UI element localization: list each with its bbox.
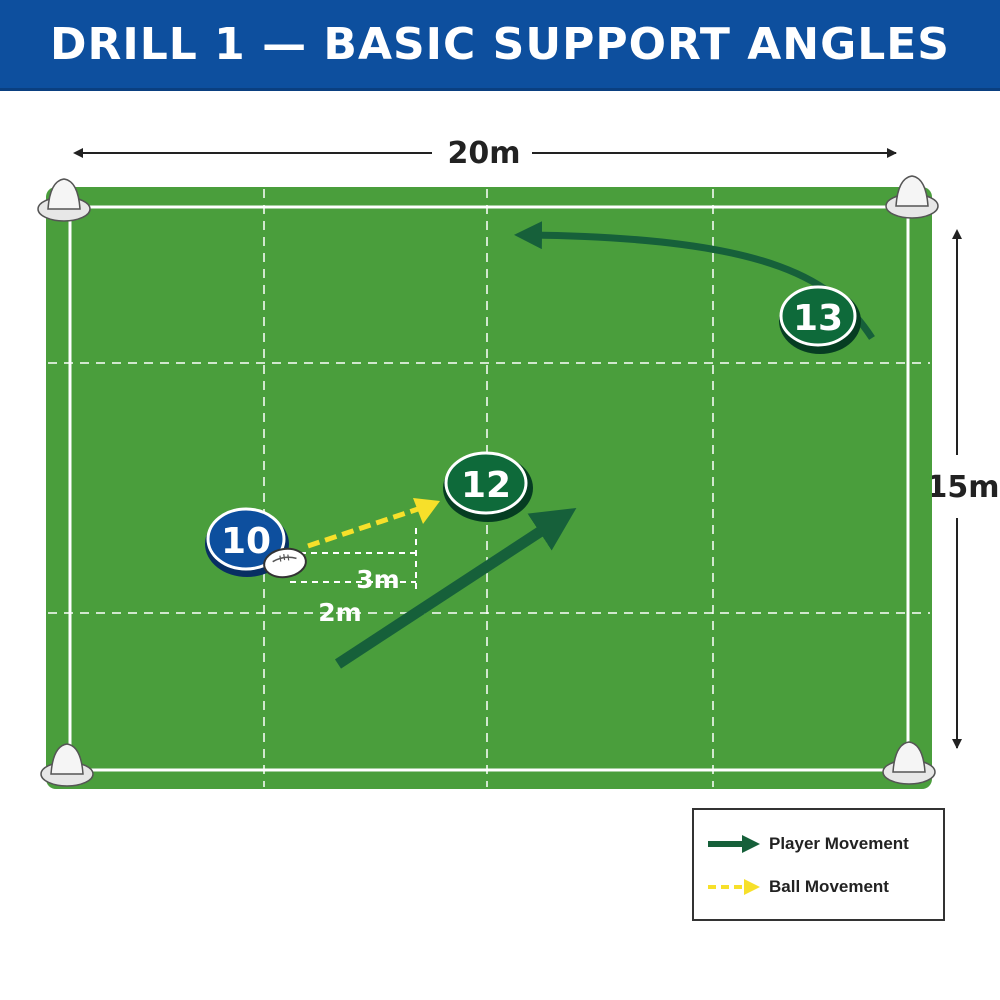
drill-title: DRILL 1 — BASIC SUPPORT ANGLES (49, 18, 950, 70)
width-dimension: 20m (73, 136, 897, 171)
cone-icon (37, 178, 91, 222)
cone-icon (40, 743, 94, 787)
cone-icon (885, 175, 939, 219)
player-12-number: 12 (461, 465, 511, 506)
pass-arrow (307, 506, 419, 549)
player-13-marker: 13 (779, 285, 861, 354)
cone-icon (882, 741, 936, 785)
player-12-marker: 12 (443, 451, 533, 522)
distance-label-3m: 3m (356, 565, 399, 594)
legend-player-movement-label: Player Movement (769, 834, 909, 853)
distance-guides (290, 528, 417, 590)
legend-ball-movement-label: Ball Movement (769, 877, 889, 896)
grid-lines (48, 189, 930, 787)
distance-label-2m: 2m (318, 598, 361, 627)
pass-arrowhead (413, 498, 440, 524)
header-banner: DRILL 1 — BASIC SUPPORT ANGLES (0, 0, 1000, 91)
rugby-ball-icon (263, 547, 307, 579)
support-run-arrow (334, 507, 577, 669)
legend-ball-movement: Ball Movement (706, 877, 889, 897)
height-dimension: 15m (926, 229, 1000, 749)
legend-player-movement: Player Movement (706, 834, 909, 854)
player-10-number: 10 (221, 521, 271, 562)
player-movement-arrow-icon (708, 835, 760, 853)
legend: Player Movement Ball Movement (692, 808, 945, 921)
ball-movement-arrow-icon (708, 879, 760, 895)
player-13-number: 13 (793, 298, 843, 339)
height-label: 15m (926, 470, 999, 505)
width-label: 20m (447, 136, 520, 171)
